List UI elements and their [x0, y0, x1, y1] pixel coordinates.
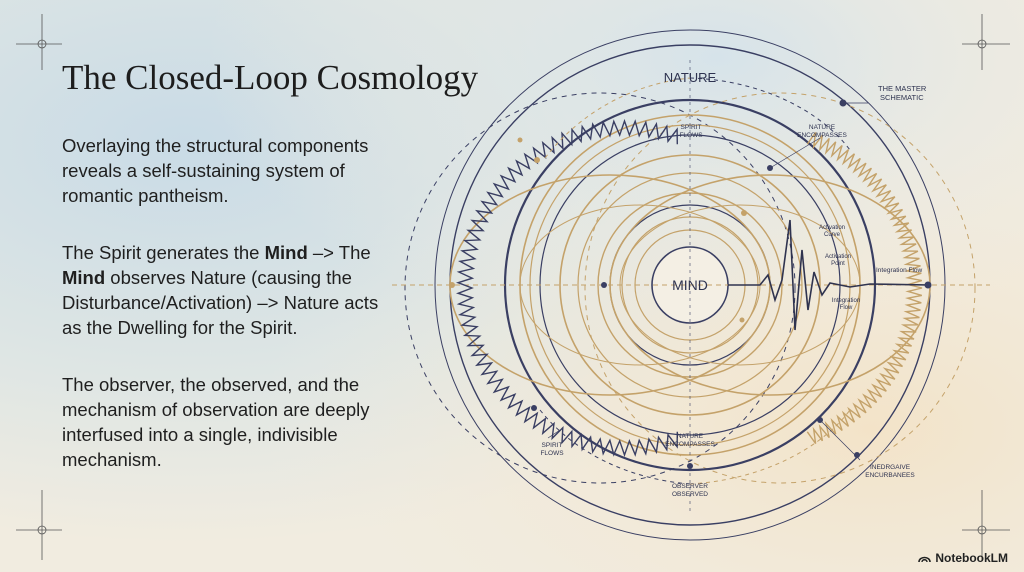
leader-spirit-bottom	[547, 429, 561, 439]
cycle-text-3: observes Nature (causing the Disturbance…	[62, 267, 379, 338]
cycle-bold-mind-1: Mind	[264, 242, 308, 263]
nature-encompasses-top-1: NATURE	[809, 124, 836, 131]
activation-point-2: Point	[831, 261, 845, 267]
brand-label: NotebookLM	[935, 551, 1008, 565]
dashed-orbit-left	[404, 92, 796, 484]
nature-label: NATURE	[664, 70, 717, 85]
activation-curve-2: Curve	[824, 232, 841, 238]
spirit-flows-bottom-2: FLOWS	[540, 450, 564, 457]
mind-label: MIND	[672, 277, 708, 293]
bottom-right-label-1: INEDRGAIVE	[870, 464, 911, 471]
cycle-text-2: –> The	[307, 242, 371, 263]
activation-signal	[728, 219, 931, 331]
master-schematic-label-2: SCHEMATIC	[880, 93, 924, 102]
cycle-bold-mind-2: Mind	[62, 267, 106, 288]
notebooklm-brand: NotebookLM	[918, 551, 1008, 565]
observer-observed-2: OBSERVED	[672, 491, 708, 498]
dashed-orbit-right	[584, 92, 976, 484]
nature-encompasses-bottom-1: NATURE	[677, 433, 704, 440]
notebooklm-logo-icon	[918, 556, 932, 563]
zigzag-wave-right	[806, 131, 923, 445]
zigzag-wave-left	[455, 118, 678, 458]
cycle-paragraph: The Spirit generates the Mind –> The Min…	[62, 240, 392, 340]
nature-encompasses-top-2: ENCOMPASSES	[797, 132, 847, 139]
integration-flow-right: Integration Flow	[876, 267, 923, 274]
diagram-nodes	[449, 99, 932, 469]
spirit-flows-bottom-1: SPIRIT	[542, 442, 563, 449]
observer-observed-1: OBSERVER	[672, 483, 708, 490]
spirit-flows-top-1: SPIRIT	[681, 124, 702, 131]
integration-flow-small-1: Integration	[832, 298, 860, 304]
bottom-right-label-2: ENCURBANEES	[865, 472, 915, 479]
spirit-flows-top-2: FLOWS	[679, 132, 703, 139]
integration-flow-small-2: Flow	[840, 305, 853, 311]
arrow-top-right	[689, 77, 851, 151]
nature-encompasses-bottom-2: ENCOMPASSES	[665, 441, 715, 448]
arrow-bottom-left	[539, 409, 691, 485]
page-title: The Closed-Loop Cosmology	[62, 58, 479, 97]
leader-bottom-right	[819, 419, 861, 461]
activation-point-1: Activation	[825, 254, 851, 260]
cycle-text-1: The Spirit generates the	[62, 242, 265, 263]
master-schematic-label-1: THE MASTER	[878, 84, 927, 93]
arrow-bottom-right	[689, 409, 851, 485]
corner-marks	[16, 14, 1010, 560]
conclusion-paragraph: The observer, the observed, and the mech…	[62, 374, 370, 470]
arrow-top-left	[544, 77, 691, 159]
leader-encompass-top	[769, 137, 821, 169]
intro-paragraph: Overlaying the structural components rev…	[62, 135, 369, 206]
activation-curve-1: Activation	[819, 225, 845, 231]
